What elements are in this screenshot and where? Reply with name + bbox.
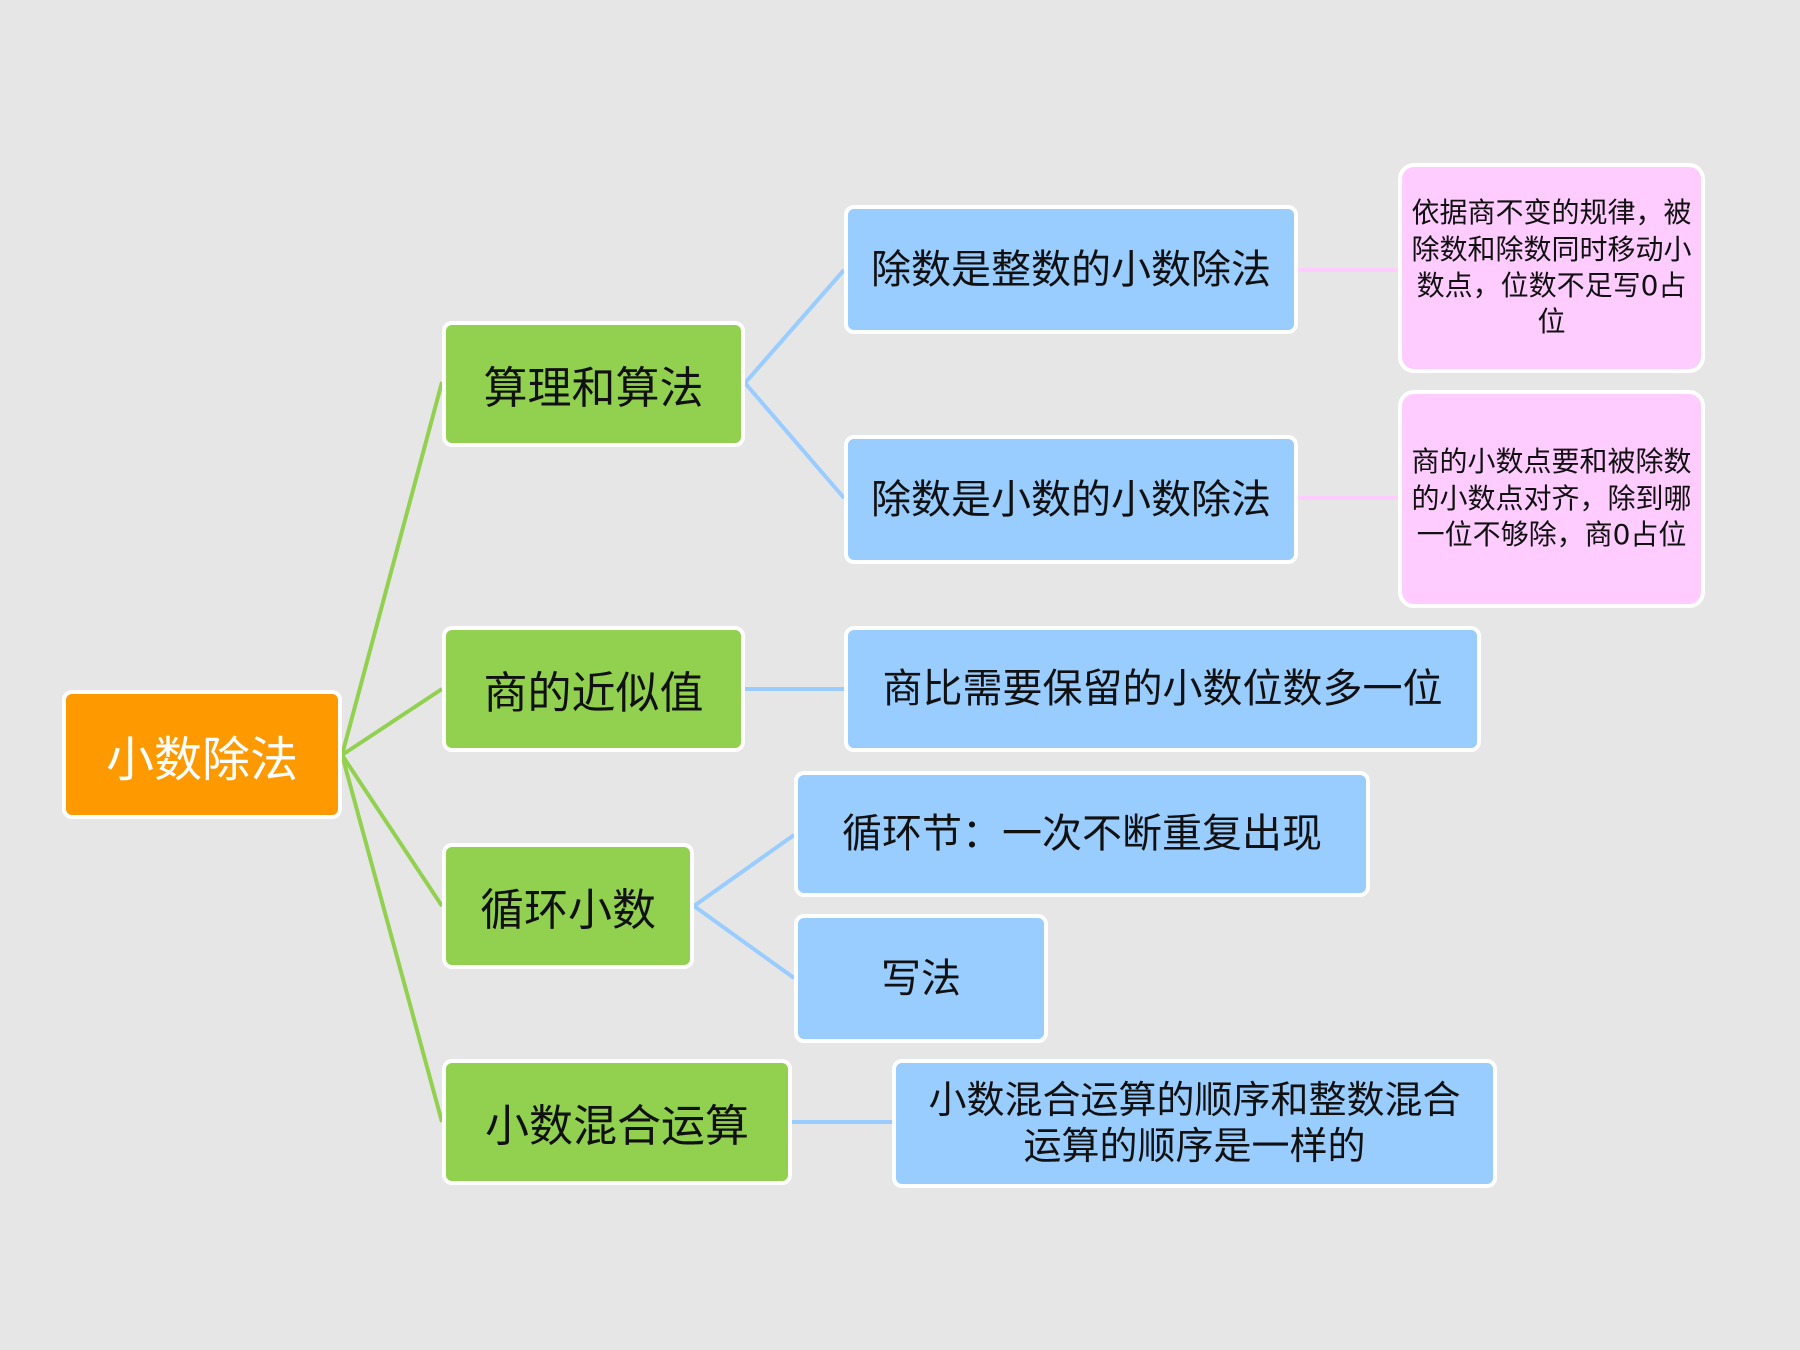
node-mixed-detail[interactable]: 小数混合运算的顺序和整数混合运算的顺序是一样的 [892, 1059, 1497, 1188]
link-root-algorithm [340, 381, 444, 756]
node-approximate-quotient[interactable]: 商的近似值 [442, 626, 745, 752]
link-repeating-notation [692, 904, 796, 980]
link-repeating-cycle [692, 833, 796, 908]
node-algorithm[interactable]: 算理和算法 [442, 321, 745, 447]
link-root-approximate [340, 687, 444, 757]
link-root-mixed [340, 754, 444, 1123]
root-node[interactable]: 小数除法 [62, 690, 342, 819]
link-algorithm-integer [743, 268, 846, 385]
note-decimal-divisor[interactable]: 商的小数点要和被除数的小数点对齐，除到哪一位不够除，商0占位 [1398, 390, 1705, 608]
link-root-repeating [340, 753, 444, 908]
node-decimal-divisor[interactable]: 除数是小数的小数除法 [844, 435, 1298, 564]
node-repeating-decimal[interactable]: 循环小数 [442, 843, 694, 969]
node-repeating-notation[interactable]: 写法 [794, 914, 1048, 1043]
note-integer-divisor[interactable]: 依据商不变的规律，被除数和除数同时移动小数点，位数不足写0占位 [1398, 163, 1705, 373]
node-repeating-cycle[interactable]: 循环节：一次不断重复出现 [794, 771, 1370, 897]
node-approximate-detail[interactable]: 商比需要保留的小数位数多一位 [844, 626, 1481, 752]
node-integer-divisor[interactable]: 除数是整数的小数除法 [844, 205, 1298, 334]
node-mixed-operations[interactable]: 小数混合运算 [442, 1059, 792, 1185]
link-algorithm-decimal [743, 381, 846, 500]
